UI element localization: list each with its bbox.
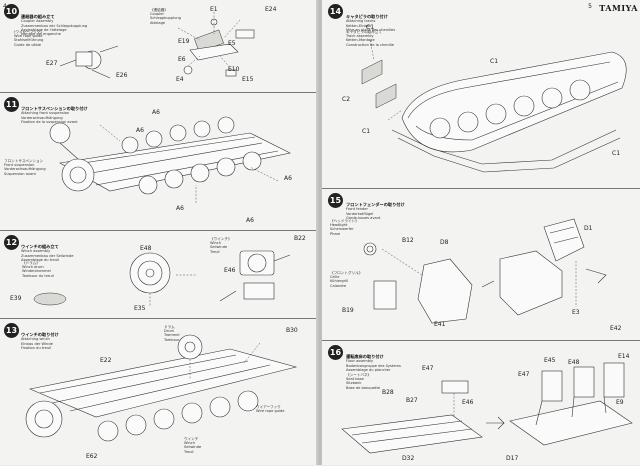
part-label: E9 xyxy=(616,399,624,406)
part-label: C1 xyxy=(490,58,499,65)
part-label: B12 xyxy=(402,237,414,244)
step-number: 13 xyxy=(4,323,19,338)
part-label: A6 xyxy=(284,175,292,182)
part-label: E14 xyxy=(618,353,630,360)
part-label: E4 xyxy=(176,76,184,83)
part-label: E45 xyxy=(544,357,556,364)
part-label: C1 xyxy=(366,24,375,31)
part-label: E19 xyxy=(178,38,190,45)
part-label: E46 xyxy=(224,267,236,274)
page-number-right: 5 xyxy=(588,3,592,10)
part-label: E3 xyxy=(572,309,580,316)
part-label: E47 xyxy=(422,365,434,372)
part-label: C1 xyxy=(612,150,621,157)
floor-diagram xyxy=(341,362,633,454)
part-label: C2 xyxy=(342,96,351,103)
step-number: 12 xyxy=(4,235,19,250)
part-label: E22 xyxy=(100,357,112,364)
part-label: E48 xyxy=(140,245,152,252)
part-label: A6 xyxy=(152,109,160,116)
part-label: E15 xyxy=(242,76,254,83)
part-label: E42 xyxy=(610,325,622,332)
winch-diagram xyxy=(33,250,291,307)
part-label: C1 xyxy=(362,128,371,135)
step-number: 16 xyxy=(328,345,343,360)
part-label: E46 xyxy=(462,399,474,406)
part-label: E6 xyxy=(178,56,186,63)
part-label: B27 xyxy=(406,397,418,404)
chassis-suspension-diagram xyxy=(49,116,291,203)
part-label: D8 xyxy=(440,239,449,246)
part-label: E35 xyxy=(134,305,146,312)
part-label: E41 xyxy=(434,321,446,328)
part-label: B30 xyxy=(286,327,298,334)
part-label: D17 xyxy=(506,455,519,462)
part-label: E1 xyxy=(210,6,218,13)
part-label: E62 xyxy=(86,453,98,460)
part-label: E24 xyxy=(265,6,277,13)
part-label: B28 xyxy=(382,389,394,396)
winch-attach-diagram xyxy=(25,334,298,442)
part-label: E5 xyxy=(228,40,236,47)
part-label: A6 xyxy=(246,217,254,224)
part-label: A6 xyxy=(136,127,144,134)
part-label: A6 xyxy=(176,205,184,212)
part-label: E39 xyxy=(10,295,22,302)
coupler-diagram xyxy=(59,12,255,79)
part-label: E48 xyxy=(568,359,580,366)
part-label: E10 xyxy=(228,66,240,73)
part-label: B22 xyxy=(294,235,306,242)
brand-logo: TAMIYA xyxy=(599,3,638,13)
step-number: 10 xyxy=(4,4,19,19)
fender-diagram xyxy=(363,218,607,324)
step-number: 15 xyxy=(328,193,343,208)
part-label: E27 xyxy=(46,60,58,67)
part-label: D1 xyxy=(584,225,593,232)
step-number: 11 xyxy=(4,97,19,112)
book-gutter xyxy=(316,0,324,465)
part-label: E47 xyxy=(518,371,530,378)
part-label: D32 xyxy=(402,455,415,462)
step-number: 14 xyxy=(328,4,343,19)
part-label: B19 xyxy=(342,307,354,314)
track-diagram xyxy=(361,39,627,173)
part-label: E26 xyxy=(116,72,128,79)
